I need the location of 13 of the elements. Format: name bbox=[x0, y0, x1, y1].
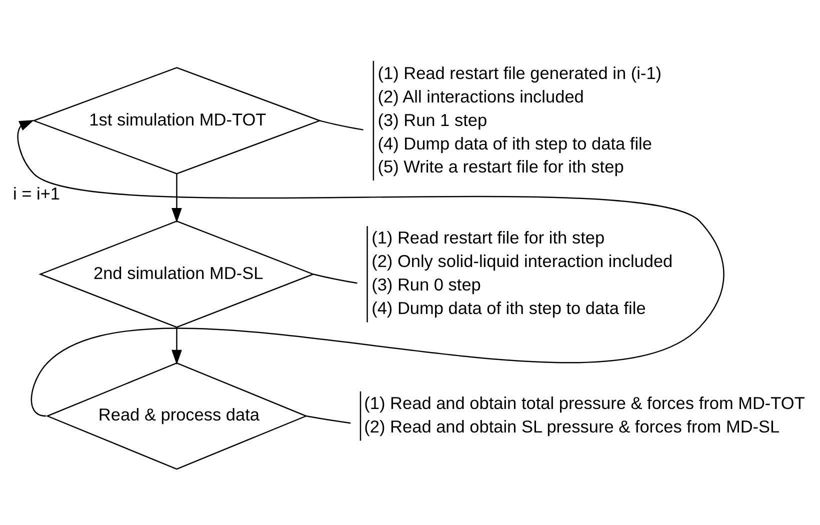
edge-label: i = i+1 bbox=[13, 184, 60, 204]
arrow bbox=[18, 120, 724, 417]
connector bbox=[320, 120, 364, 130]
node-text: (1) Read restart file for ith step (2) Only solid-liquid interaction included (3) Run 0 step (4) Dump data of ith step to data file bbox=[372, 228, 673, 318]
node-text: (1) Read restart file generated in (i-1) (2) All interactions included (3) Run 1 step (4) Dump data of ith step to data file (5) Write a restart file for ith step bbox=[378, 62, 662, 177]
connector bbox=[313, 274, 358, 284]
connector bbox=[306, 415, 351, 424]
node-text: (1) Read and obtain total pressure & forces from MD-TOT (2) Read and obtain SL pressure & forces from MD-SL bbox=[364, 392, 805, 436]
node-diamond: Read & process data bbox=[46, 362, 308, 470]
node-diamond: 2nd simulation MD-SL bbox=[38, 220, 315, 328]
node-diamond: 1st simulation MD-TOT bbox=[32, 67, 322, 174]
arrow bbox=[172, 327, 182, 365]
arrow bbox=[172, 174, 182, 223]
